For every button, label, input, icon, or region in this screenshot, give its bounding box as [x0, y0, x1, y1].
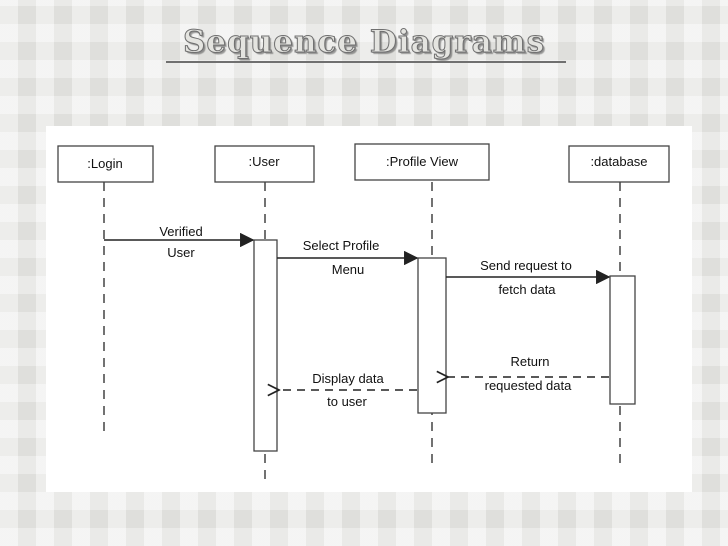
title-underline — [166, 61, 566, 63]
message-select-profile-line2: Menu — [332, 262, 365, 277]
participant-user-label: :User — [248, 154, 280, 169]
message-display-data-line1: Display data — [312, 371, 384, 386]
slide-title: Sequence Diagrams — [182, 24, 546, 61]
activation-profile — [417, 257, 447, 414]
message-display-data-line2: to user — [327, 394, 367, 409]
participant-database-label: :database — [590, 154, 647, 169]
participant-user: :User — [214, 145, 315, 183]
message-return-data-line1: Return — [510, 354, 549, 369]
message-verified-user-line2: User — [167, 245, 195, 260]
message-return-data-line2: requested data — [485, 378, 573, 393]
activation-user — [253, 239, 278, 452]
message-send-request-line2: fetch data — [498, 282, 556, 297]
participant-database: :database — [568, 145, 670, 183]
message-send-request-line1: Send request to — [480, 258, 572, 273]
participant-login-label: :Login — [87, 156, 122, 171]
activation-database — [609, 275, 636, 405]
message-verified-user-line1: Verified — [159, 224, 202, 239]
participant-login: :Login — [57, 145, 154, 183]
message-select-profile-line1: Select Profile — [303, 238, 380, 253]
sequence-diagram: :Login :User :Profile View :database Ver… — [57, 143, 670, 486]
participant-profile-label: :Profile View — [386, 154, 459, 169]
diagram-panel: :Login :User :Profile View :database Ver… — [46, 126, 692, 492]
participant-profile: :Profile View — [354, 143, 490, 181]
